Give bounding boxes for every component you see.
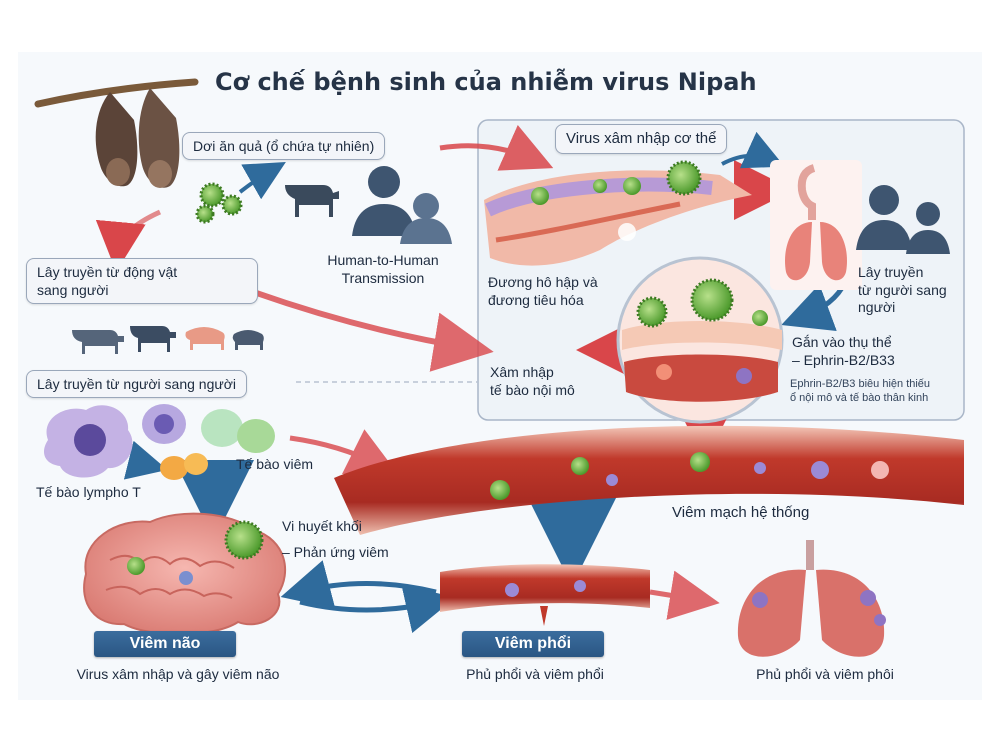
bat-reservoir-label: Dơi ăn quả (ổ chứa tự nhiên) — [182, 132, 386, 161]
pneumonia-ribbon: Viêm phổi — [462, 631, 604, 657]
receptor-line2: – Ephrin-B2/B33 — [792, 351, 895, 368]
lungs-icon — [737, 540, 886, 657]
human-silhouette-icon — [352, 166, 452, 244]
spread-line2: từ người sang — [858, 281, 947, 298]
receptor-label: Gắn vào thụ thể – Ephrin-B2/B33 — [792, 334, 895, 369]
microthrombus-label: Vi huyết khối — [282, 518, 362, 534]
receptor-note-line2: ổ nội mô và tế bào thân kinh — [790, 391, 929, 404]
spread-label: Lây truyền từ người sang người — [858, 264, 947, 317]
t-lymphocyte-label: Tế bào lympho T — [36, 484, 141, 500]
animal-to-human-label: Lây truyền từ động vật sang người — [26, 258, 258, 305]
human-silhouette-icon — [856, 185, 950, 254]
cell-icon — [616, 256, 784, 424]
h2h-line2: Transmission — [341, 269, 425, 286]
lungs-icon — [770, 160, 862, 290]
vasculitis-label: Viêm mạch hệ thống — [672, 504, 810, 521]
receptor-line1: Gắn vào thụ thể — [792, 334, 892, 350]
lung-vessel — [440, 564, 650, 626]
blood-vessel-icon — [334, 425, 964, 535]
h2h-line1: Human-to-Human — [327, 252, 439, 268]
spread-line3: người — [858, 299, 896, 315]
receptor-note-line1: Ephrin-B2/B3 biêu hiện thiếu — [790, 378, 931, 390]
immune-cells — [44, 404, 275, 480]
inflammatory-cell-label: Tế bào viêm — [236, 456, 314, 472]
spread-line1: Lây truyền — [858, 264, 924, 280]
lung-caption: Phủ phổi và viêm phôi — [756, 666, 894, 682]
encephalitis-caption: Virus xâm nhập và gây viêm não — [76, 666, 280, 682]
virus-entry-label: Virus xâm nhập cơ thể — [555, 124, 728, 154]
endothelial-label: Xâm nhập tế bào nội mô — [490, 364, 575, 399]
endothelial-line1: Xâm nhập — [490, 364, 554, 380]
cow-icon — [285, 185, 339, 217]
bat-icon — [34, 78, 199, 188]
virus-icon — [195, 182, 243, 224]
human-to-human-label: Human-to-Human Transmission — [318, 252, 448, 287]
encephalitis-ribbon: Viêm não — [94, 631, 236, 657]
a2h-line1: Lây truyền từ động vật — [37, 264, 178, 280]
brain-icon — [83, 512, 287, 636]
receptor-note: Ephrin-B2/B3 biêu hiện thiếu ổ nội mô và… — [790, 378, 930, 406]
pneumonia-caption: Phủ phổi và viêm phổi — [466, 666, 604, 682]
diagram-title: Cơ chế bệnh sinh của nhiễm virus Nipah — [215, 68, 757, 96]
airway-tissue — [484, 160, 752, 266]
airway-label: Đương hô hập và đương tiêu hóa — [488, 274, 598, 309]
endothelial-line2: tế bào nội mô — [490, 381, 575, 398]
inflammatory-reaction-label: – Phản ứng viêm — [282, 544, 389, 560]
livestock-icons — [72, 326, 264, 354]
airway-line1: Đương hô hập và — [488, 274, 598, 290]
airway-line2: đương tiêu hóa — [488, 291, 584, 308]
a2h-line2: sang người — [37, 282, 109, 299]
human-to-human-pill: Lây truyền từ người sang người — [26, 370, 248, 399]
